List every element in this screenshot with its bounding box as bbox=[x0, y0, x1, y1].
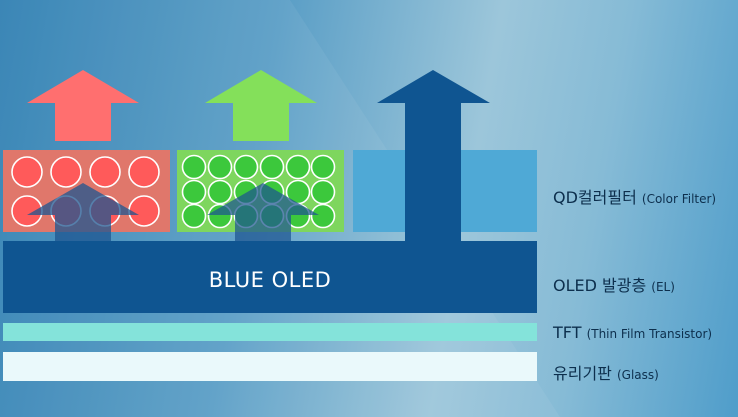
quantum-dot bbox=[207, 154, 233, 180]
quantum-dot bbox=[310, 203, 336, 229]
layer-english: (Thin Film Transistor) bbox=[586, 327, 713, 341]
tft-layer bbox=[3, 323, 537, 341]
blue-oled-label: BLUE OLED bbox=[208, 268, 332, 292]
quantum-dot bbox=[233, 154, 259, 180]
layer-english: (EL) bbox=[651, 280, 675, 294]
quantum-dot bbox=[89, 156, 121, 188]
label-tft: TFT (Thin Film Transistor) bbox=[553, 323, 712, 342]
blue-excitation-arrow-green bbox=[207, 183, 319, 242]
layer-name: OLED 발광층 bbox=[553, 276, 647, 295]
glass-layer bbox=[3, 352, 537, 381]
quantum-dot bbox=[285, 154, 311, 180]
layer-english: (Color Filter) bbox=[641, 192, 717, 206]
label-glass: 유리기판 (Glass) bbox=[553, 360, 659, 384]
green-light-arrow bbox=[205, 70, 317, 141]
quantum-dot bbox=[181, 154, 207, 180]
quantum-dot bbox=[259, 154, 285, 180]
quantum-dot bbox=[128, 195, 160, 227]
blue-light-arrow bbox=[377, 70, 490, 242]
layer-name: QD컬러필터 bbox=[553, 188, 637, 207]
blue-oled-layer bbox=[3, 241, 537, 313]
quantum-dot bbox=[310, 154, 336, 180]
label-color-filter: QD컬러필터 (Color Filter) bbox=[553, 184, 716, 208]
quantum-dot bbox=[181, 179, 207, 205]
layer-name: 유리기판 bbox=[553, 364, 612, 383]
label-el: OLED 발광층 (EL) bbox=[553, 272, 675, 296]
quantum-dot bbox=[310, 179, 336, 205]
quantum-dot bbox=[207, 179, 233, 205]
quantum-dot bbox=[50, 156, 82, 188]
quantum-dot bbox=[11, 156, 43, 188]
layer-english: (Glass) bbox=[616, 368, 659, 382]
layer-name: TFT bbox=[553, 323, 582, 342]
red-light-arrow bbox=[27, 70, 139, 141]
quantum-dot bbox=[128, 156, 160, 188]
blue-excitation-arrow-red bbox=[27, 183, 139, 242]
quantum-dot bbox=[181, 203, 207, 229]
